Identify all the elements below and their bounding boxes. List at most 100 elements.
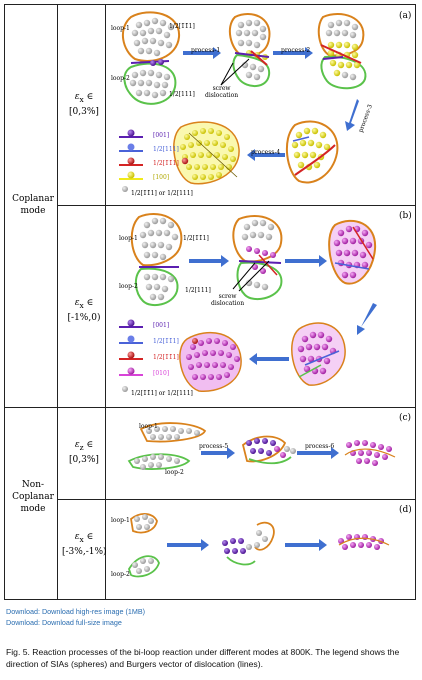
condition-c: εz ∈ [0,3%] — [62, 439, 106, 466]
figure-caption: Fig. 5. Reaction processes of the bi-loo… — [6, 647, 400, 669]
sia-cluster — [186, 338, 240, 380]
loop-outline — [232, 215, 283, 263]
legend-b-item: 1/2[1̄1̄1] or 1/2[111] — [131, 390, 193, 397]
loop-outline — [248, 456, 292, 465]
label-loop-2: loop-2 — [111, 75, 130, 82]
sia-cluster — [134, 426, 200, 470]
download-links: Download: Download high-res image (1MB) … — [6, 606, 145, 628]
loop-outline — [317, 13, 365, 57]
loop-1-outline — [130, 213, 183, 267]
process-arrow — [273, 47, 313, 59]
mode-label-coplanar: Coplanar mode — [12, 194, 54, 216]
label-loop-2: loop-2 — [165, 469, 184, 476]
condition-sym: ∈ — [86, 92, 94, 102]
condition-column-divider — [105, 5, 106, 599]
loop-2-outline — [123, 62, 177, 105]
condition-range: [-1%,0) — [67, 312, 101, 323]
condition-eps: ε — [74, 298, 80, 308]
sia-cluster — [333, 225, 373, 279]
label-loop-1: loop-1 — [111, 517, 130, 524]
sia-cluster — [180, 128, 236, 180]
figure: Coplanar mode Non- Coplanar mode εx ∈ [0… — [4, 4, 416, 600]
legend-a-item: 1/2[111] — [153, 146, 179, 153]
sia-cluster — [241, 219, 275, 291]
process-arrow — [247, 149, 285, 161]
loop-outline — [254, 521, 275, 551]
panel-d-art — [128, 513, 390, 578]
process-arrow — [201, 447, 235, 459]
panel-b-art — [119, 213, 377, 392]
panel-tag-d: (d) — [399, 505, 412, 515]
process-arrow — [285, 255, 327, 267]
sia-cluster — [139, 217, 179, 301]
sia-cluster — [222, 538, 246, 554]
loop-2-outline — [135, 267, 179, 307]
sia-cluster — [297, 331, 337, 375]
loop-outline — [285, 120, 339, 184]
download-fullsize-link[interactable]: Download: Download full-size image — [6, 618, 122, 627]
label-burgers-top: 1/2[1̄1̄1] — [183, 235, 209, 242]
simulation-artwork — [119, 11, 396, 578]
loop-outline — [226, 556, 256, 566]
condition-eps: ε — [74, 532, 80, 542]
loop-2-outline — [128, 555, 160, 578]
process-arrow — [167, 539, 209, 551]
condition-range: [-3%,-1%) — [62, 546, 107, 557]
process-arrow — [183, 47, 221, 59]
panel-c-art — [127, 422, 396, 470]
panel-tag-a: (a) — [399, 11, 412, 21]
sia-cluster — [325, 19, 359, 81]
condition-sub: z — [79, 442, 84, 452]
sia-cluster — [246, 438, 276, 456]
legend-a-item: [001] — [153, 132, 170, 139]
loop-outline — [228, 12, 271, 57]
label-screw-dislocation: screw dislocation — [205, 85, 239, 99]
sia-cluster — [291, 127, 331, 171]
loop-1-outline — [139, 422, 207, 443]
label-screw-dislocation: screw dislocation — [211, 293, 245, 307]
condition-d: εx ∈ [-3%,-1%) — [62, 531, 107, 558]
condition-a: εx ∈ [0,3%] — [62, 91, 106, 118]
loop-1-outline — [121, 11, 181, 62]
legend-a-item: 1/2[1̄1̄1] or 1/2[111] — [131, 190, 193, 197]
label-process-2: process-2 — [281, 47, 311, 54]
process-arrow — [189, 255, 229, 267]
label-burgers-bottom: 1/2[111] — [185, 287, 211, 294]
panel-a-art — [119, 11, 367, 192]
mode-column-divider — [57, 5, 58, 599]
label-loop-1: loop-1 — [119, 235, 138, 242]
label-process-6: process-6 — [305, 443, 335, 450]
label-burgers-bottom: 1/2[111] — [169, 91, 195, 98]
label-loop-2: loop-2 — [119, 283, 138, 290]
condition-sub: x — [79, 534, 84, 544]
label-process-5: process-5 — [199, 443, 229, 450]
sia-cluster — [346, 440, 392, 466]
legend-a — [119, 129, 143, 192]
row-divider-bc — [5, 407, 415, 408]
loop-outline — [173, 121, 240, 185]
condition-sym: ∈ — [86, 298, 94, 308]
sia-cluster — [338, 534, 384, 550]
row-divider-cd — [57, 499, 415, 500]
condition-sym: ∈ — [86, 440, 94, 450]
panel-tag-b: (b) — [399, 211, 412, 221]
legend-b-item: 1/2[1̄1̄1] — [153, 338, 179, 345]
sia-cluster — [129, 17, 175, 99]
loop-1-outline — [130, 513, 158, 534]
legend-a-item: [100] — [153, 174, 170, 181]
process-arrow — [345, 99, 359, 131]
condition-range: [0,3%] — [69, 454, 99, 465]
condition-sym: ∈ — [86, 532, 94, 542]
process-arrow — [297, 447, 339, 459]
label-process-1: process-1 — [191, 47, 221, 54]
download-hires-link[interactable]: Download: Download high-res image (1MB) — [6, 607, 146, 616]
row-divider-ab — [57, 205, 415, 206]
label-process-4: process-4 — [251, 149, 281, 156]
condition-eps: ε — [74, 92, 80, 102]
legend-b — [119, 319, 143, 392]
legend-b-item: 1/2[1̄1̄1] — [153, 354, 179, 361]
condition-sub: x — [79, 300, 84, 310]
legend-a-item: 1/2[1̄1̄1] — [153, 160, 179, 167]
legend-b-item: [001] — [153, 322, 170, 329]
label-loop-1: loop-1 — [139, 423, 158, 430]
